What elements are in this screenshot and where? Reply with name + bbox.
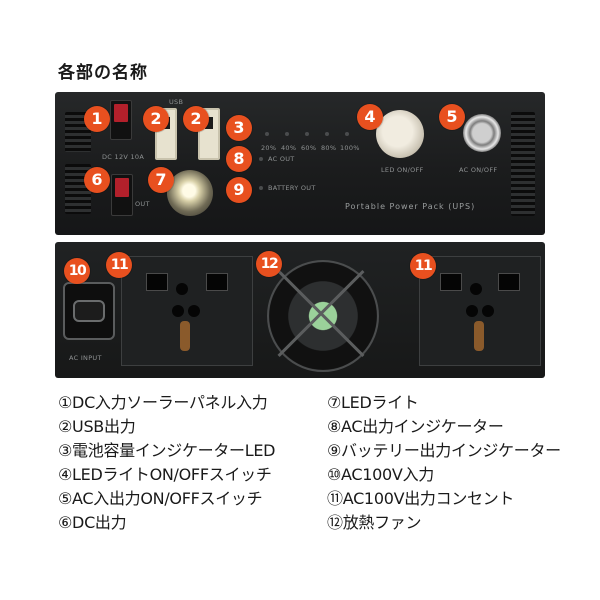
front-panel-photo: DC 12V 10A OUT USB 20% 40% 60% 80% 100% …: [55, 92, 545, 235]
legend-item-3: ③電池容量インジケーターLED: [58, 441, 276, 460]
usb-label: USB: [169, 98, 184, 106]
badge-11a: 11: [106, 252, 132, 278]
dc-rating-label: DC 12V 10A: [102, 153, 145, 161]
led-light: [167, 170, 213, 216]
legend-item-5: ⑤AC入出力ON/OFFスイッチ: [58, 489, 263, 508]
legend-item-7: ⑦LEDライト: [327, 393, 419, 412]
legend-item-10: ⑩AC100V入力: [327, 465, 434, 484]
legend-item-6: ⑥DC出力: [58, 513, 127, 532]
back-panel-photo: AC INPUT: [55, 242, 545, 378]
badge-9: 9: [226, 177, 252, 203]
level-label-1: 20%: [261, 144, 277, 152]
led-onoff-label: LED ON/OFF: [381, 166, 424, 174]
level-led-4: [325, 132, 329, 136]
badge-3: 3: [226, 115, 252, 141]
legend-left-column: ①DC入力ソーラーパネル入力 ②USB出力 ③電池容量インジケーターLED ④L…: [58, 391, 276, 535]
legend-item-12: ⑫放熱ファン: [327, 513, 422, 532]
level-label-2: 40%: [281, 144, 297, 152]
legend-item-2: ②USB出力: [58, 417, 136, 436]
badge-2a: 2: [143, 106, 169, 132]
page-title: 各部の名称: [58, 63, 148, 83]
level-label-5: 100%: [340, 144, 360, 152]
legend-item-9: ⑨バッテリー出力インジケーター: [327, 441, 561, 460]
level-led-1: [265, 132, 269, 136]
legend-item-1: ①DC入力ソーラーパネル入力: [58, 393, 268, 412]
badge-12: 12: [256, 251, 282, 277]
badge-11b: 11: [410, 253, 436, 279]
badge-2b: 2: [183, 106, 209, 132]
legend-item-8: ⑧AC出力インジケーター: [327, 417, 504, 436]
level-led-3: [305, 132, 309, 136]
dc-output-switch: [111, 174, 133, 216]
ac-input-inlet: [63, 282, 115, 340]
ac-outlet-2: [419, 256, 541, 366]
out-label: OUT: [135, 200, 150, 208]
badge-8: 8: [226, 146, 252, 172]
led-onoff-button: [376, 110, 424, 158]
ac-outlet-1: [121, 256, 253, 366]
badge-6: 6: [84, 167, 110, 193]
legend-right-column: ⑦LEDライト ⑧AC出力インジケーター ⑨バッテリー出力インジケーター ⑩AC…: [327, 391, 561, 535]
dc-input-switch: [110, 100, 132, 140]
product-name-label: Portable Power Pack (UPS): [345, 202, 476, 211]
ac-input-label: AC INPUT: [69, 354, 102, 362]
battery-out-label: BATTERY OUT: [268, 184, 316, 192]
badge-7: 7: [148, 167, 174, 193]
level-label-3: 60%: [301, 144, 317, 152]
badge-1: 1: [84, 106, 110, 132]
ac-onoff-button: [463, 114, 501, 152]
ac-onoff-label: AC ON/OFF: [459, 166, 498, 174]
front-vent-right: [511, 112, 535, 216]
battery-out-led: [259, 186, 263, 190]
level-led-5: [345, 132, 349, 136]
level-label-4: 80%: [321, 144, 337, 152]
ac-out-label: AC OUT: [268, 155, 295, 163]
badge-5: 5: [439, 104, 465, 130]
ac-out-led: [259, 157, 263, 161]
level-led-2: [285, 132, 289, 136]
badge-10: 10: [64, 258, 90, 284]
legend-item-11: ⑪AC100V出力コンセント: [327, 489, 515, 508]
badge-4: 4: [357, 104, 383, 130]
legend-item-4: ④LEDライトON/OFFスイッチ: [58, 465, 272, 484]
